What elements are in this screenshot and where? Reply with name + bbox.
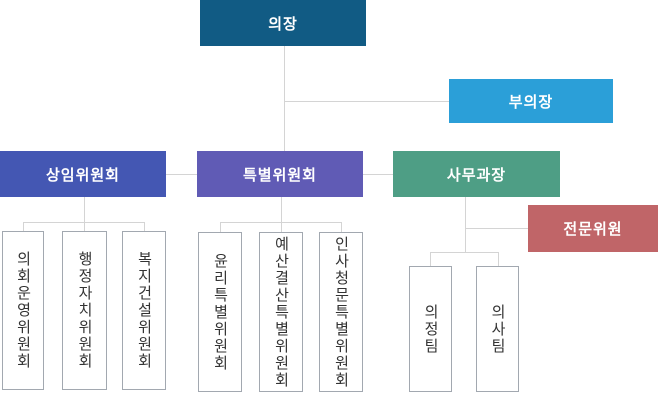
org-node-welfare-construction-committee: 복지건설위원회 — [122, 231, 166, 390]
connector-special-down — [281, 197, 282, 232]
org-node-office-manager: 사무과장 — [393, 151, 560, 197]
connector-office-child-2 — [498, 252, 499, 266]
connector-to-vice-chairman — [284, 101, 449, 102]
org-node-chairman: 의장 — [200, 0, 366, 46]
org-node-label: 복지건설위원회 — [135, 251, 153, 370]
connector-chairman-down — [284, 46, 285, 151]
connector-office-child-1 — [430, 252, 431, 266]
connector-office-down — [465, 197, 466, 252]
connector-office-fork — [430, 252, 498, 253]
connector-special-child-3 — [341, 222, 342, 232]
connector-to-expert-member — [465, 228, 528, 229]
connector-standing-child-1 — [23, 222, 24, 231]
org-node-vice-chairman: 부의장 — [449, 79, 613, 123]
org-node-budget-settlement-special-committee: 예산결산특별위원회 — [259, 232, 303, 392]
connector-special-fork — [220, 222, 341, 223]
org-node-council-affairs-team: 의정팀 — [409, 266, 452, 392]
org-node-expert-member: 전문위원 — [528, 205, 658, 252]
org-node-proceedings-team: 의사팀 — [476, 266, 519, 392]
connector-standing-special — [166, 174, 197, 175]
org-node-label: 윤리특별위원회 — [211, 252, 229, 372]
org-node-label: 의정팀 — [422, 303, 439, 355]
org-node-standing-committee: 상임위원회 — [0, 151, 166, 197]
org-node-label: 의사팀 — [489, 303, 506, 355]
connector-standing-down — [84, 197, 85, 231]
org-node-label: 행정자치위원회 — [76, 251, 93, 370]
org-node-admin-autonomy-committee: 행정자치위원회 — [62, 231, 107, 390]
org-node-special-committee: 특별위원회 — [197, 151, 363, 197]
org-node-personnel-hearing-special-committee: 인사청문특별위원회 — [319, 232, 363, 392]
org-node-label: 예산결산특별위원회 — [272, 235, 290, 389]
org-node-label: 의회운영위원회 — [14, 251, 32, 370]
org-node-label: 인사청문특별위원회 — [332, 235, 350, 389]
connector-special-office — [363, 174, 393, 175]
connector-standing-fork — [23, 222, 144, 223]
connector-special-child-1 — [220, 222, 221, 232]
org-node-ethics-special-committee: 윤리특별위원회 — [198, 232, 242, 392]
org-node-council-operation-committee: 의회운영위원회 — [2, 231, 44, 390]
connector-standing-child-3 — [144, 222, 145, 231]
